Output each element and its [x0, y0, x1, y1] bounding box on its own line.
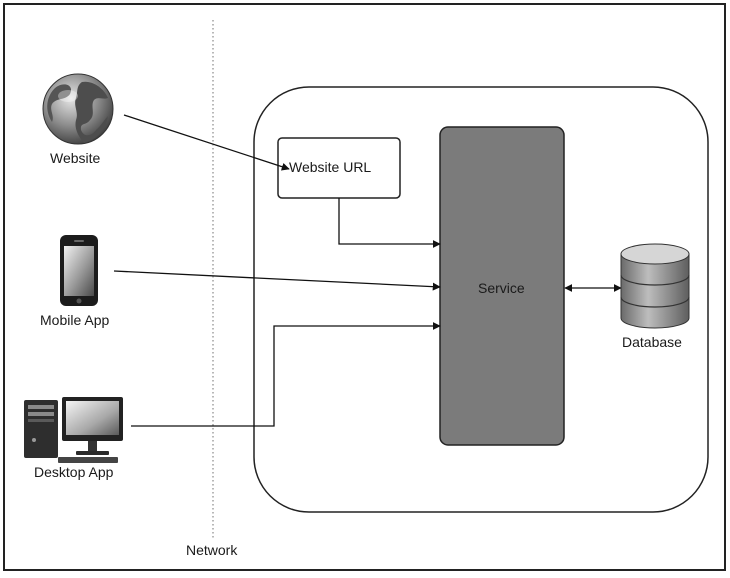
- connector-url-to-service: [338, 198, 441, 248]
- database-icon: [620, 243, 690, 329]
- mobile-app-label: Mobile App: [40, 312, 110, 328]
- service-label: Service: [478, 280, 525, 296]
- database-label: Database: [622, 334, 682, 350]
- desktop-computer-icon: [24, 397, 123, 463]
- smartphone-icon: [60, 235, 98, 306]
- connector-website-to-url: [123, 114, 290, 171]
- website-url-label: Website URL: [289, 159, 372, 175]
- outer-frame: [3, 3, 726, 571]
- network-label: Network: [186, 542, 238, 558]
- connector-desktop-to-service: [131, 322, 441, 427]
- desktop-app-label: Desktop App: [34, 464, 114, 480]
- website-label: Website: [50, 150, 101, 166]
- globe-icon: [42, 73, 114, 145]
- connector-mobile-to-service: [113, 270, 441, 291]
